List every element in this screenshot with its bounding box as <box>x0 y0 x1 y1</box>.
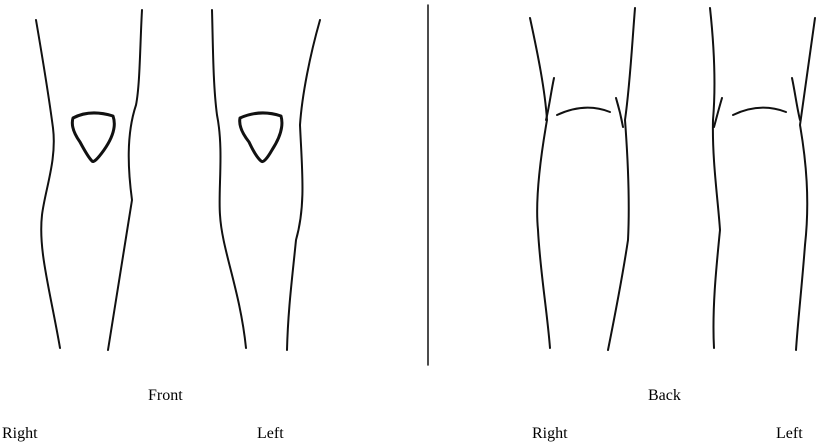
back-right-popliteal-crease <box>557 108 610 115</box>
front-left-leg <box>212 10 320 350</box>
back-right-leg-outer-contour <box>530 18 550 348</box>
back-right-leg <box>530 8 635 350</box>
back-view-title: Back <box>648 387 681 405</box>
back-left-crease-left <box>714 98 722 127</box>
back-left-label: Left <box>776 425 803 443</box>
back-right-label: Right <box>532 425 568 443</box>
back-left-leg <box>710 8 815 350</box>
back-left-leg-inner-contour <box>796 18 815 350</box>
back-left-popliteal-crease <box>733 108 786 115</box>
back-left-leg-outer-contour <box>710 8 720 348</box>
front-left-leg-inner-contour <box>287 20 320 350</box>
back-right-leg-inner-contour <box>608 8 635 350</box>
front-right-leg <box>36 10 142 350</box>
front-right-leg-outer-contour <box>36 20 60 348</box>
front-left-leg-outer-contour <box>212 10 246 348</box>
front-right-label: Right <box>2 425 38 443</box>
back-left-crease-right <box>792 78 800 120</box>
front-view-title: Front <box>148 387 183 405</box>
front-right-leg-inner-contour <box>108 10 142 350</box>
front-left-label: Left <box>257 425 284 443</box>
front-right-kneecap-outline <box>72 113 114 162</box>
front-left-kneecap-outline <box>240 113 282 162</box>
back-right-crease-left <box>546 78 554 120</box>
back-right-crease-right <box>616 98 623 127</box>
